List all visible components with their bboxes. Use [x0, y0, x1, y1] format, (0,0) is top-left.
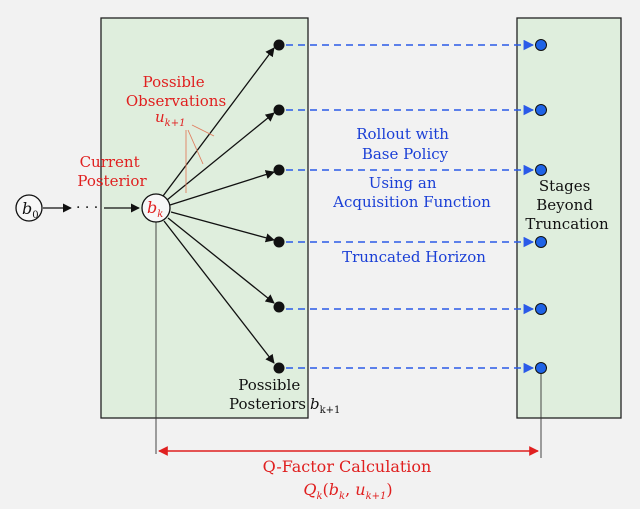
bk-label: bk [147, 198, 163, 220]
stage-dots [535, 39, 547, 374]
qfactor-title: Q-Factor Calculation [263, 457, 432, 476]
b0-node [15, 194, 43, 222]
possible-posteriors-label: Possible Posteriors [229, 376, 306, 413]
stage-dot-2 [535, 104, 547, 116]
possible-observations-label: Possible Observations [126, 73, 226, 110]
branch-arrow-2 [166, 112, 275, 201]
pointer-line-3 [191, 124, 215, 137]
posterior-dots [273, 39, 285, 374]
posterior-dot-4 [273, 236, 285, 248]
posterior-dot-6 [273, 362, 285, 374]
stage-dot-4 [535, 236, 547, 248]
u-k1-label: uk+1 [155, 108, 185, 129]
branch-arrow-4 [170, 211, 275, 243]
stage-dot-6 [535, 362, 547, 374]
ellipsis: · · · [76, 200, 98, 216]
bk1-label: bk+1 [310, 395, 340, 416]
truncated-horizon-label: Truncated Horizon [342, 248, 486, 266]
branch-arrow-5 [167, 217, 275, 304]
posterior-dot-1 [273, 39, 285, 51]
acquisition-label: Using an Acquisition Function [332, 174, 491, 211]
stage-dot-5 [535, 303, 547, 315]
branch-arrow-6 [163, 220, 275, 364]
posterior-dot-5 [273, 301, 285, 313]
rollout-arrows [286, 39, 535, 374]
stage-dot-3 [535, 164, 547, 176]
posterior-dot-2 [273, 104, 285, 116]
rollout-label: Rollout with Base Policy [356, 125, 454, 163]
pointer-line-2 [187, 129, 204, 165]
current-posterior-label: Current Posterior [77, 153, 147, 190]
right-panel [516, 17, 622, 419]
bk-node [141, 193, 171, 223]
left-panel [100, 17, 309, 419]
stage-dot-1 [535, 39, 547, 51]
branch-arrows [162, 47, 275, 364]
qfactor-formula: Qk(bk, uk+1) [303, 480, 392, 502]
posterior-dot-3 [273, 164, 285, 176]
b0-label: b0 [22, 199, 39, 221]
branch-arrow-1 [162, 47, 275, 197]
stages-beyond-truncation-label: Stages Beyond Truncation [525, 177, 609, 233]
observation-pointer-lines [185, 124, 215, 193]
branch-arrow-3 [169, 170, 275, 206]
